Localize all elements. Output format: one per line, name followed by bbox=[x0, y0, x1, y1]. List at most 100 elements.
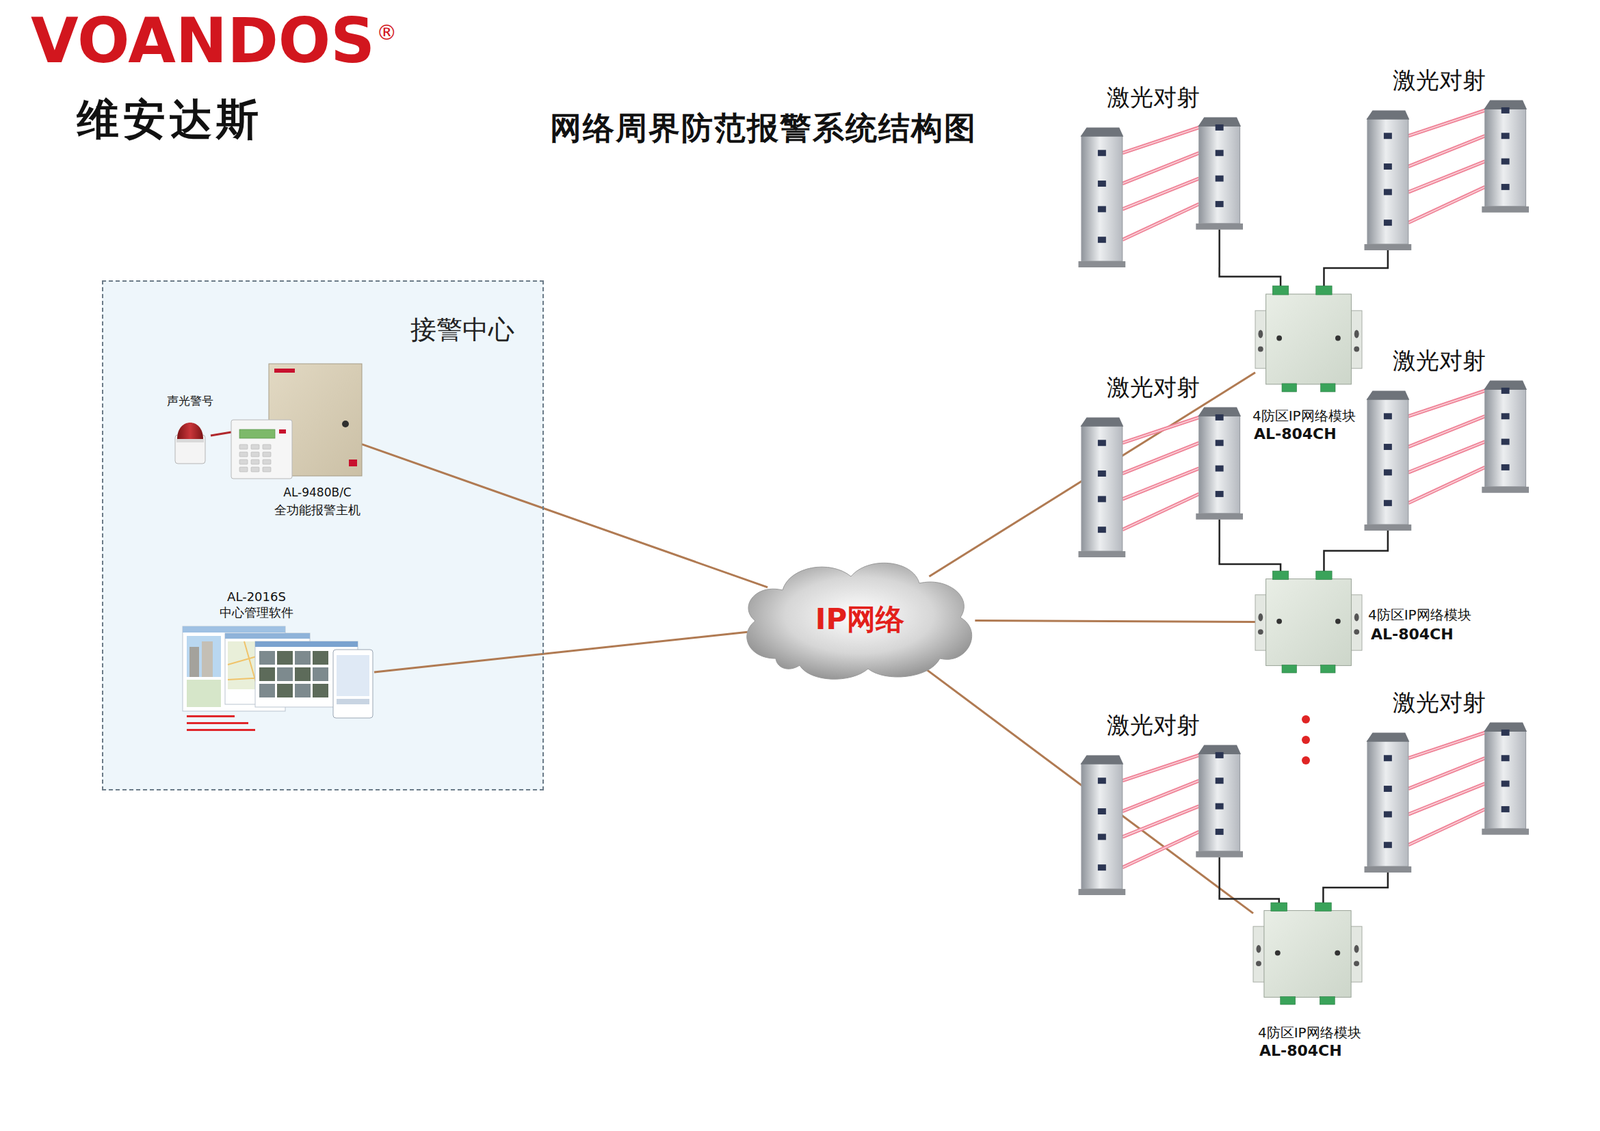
signal-wire bbox=[1219, 267, 1281, 286]
post-emitter bbox=[1383, 413, 1393, 420]
post-emitter bbox=[1097, 777, 1107, 784]
laser-detector: 激光对射 bbox=[1365, 377, 1529, 531]
laser-beam bbox=[1408, 441, 1486, 473]
laser-beam-pair bbox=[1365, 377, 1529, 531]
network-link bbox=[974, 620, 1256, 622]
post-base bbox=[1195, 513, 1243, 520]
keypad bbox=[231, 420, 293, 479]
post-emitter bbox=[1215, 777, 1224, 784]
network-link bbox=[374, 632, 748, 673]
network-link bbox=[921, 666, 1254, 914]
post-body bbox=[1485, 730, 1527, 829]
terminal-block bbox=[1316, 571, 1332, 581]
terminal-block bbox=[1272, 285, 1289, 295]
post-emitter bbox=[1383, 469, 1393, 476]
keypad-key bbox=[239, 452, 248, 457]
post-emitter bbox=[1501, 806, 1510, 813]
laser-beam-glow bbox=[1408, 467, 1486, 503]
laser-beam bbox=[1122, 203, 1200, 240]
feature-note-line bbox=[186, 722, 249, 725]
laser-beam bbox=[1122, 493, 1200, 530]
laser-beam-pair bbox=[1365, 719, 1529, 873]
video-tile bbox=[259, 651, 275, 665]
post-emitter bbox=[1501, 107, 1510, 114]
node-text-holder: 全功能报警主机 bbox=[271, 502, 364, 518]
terminal-block bbox=[1272, 571, 1289, 581]
node-text: 激光对射 bbox=[1104, 373, 1203, 402]
laser-beam-glow bbox=[1122, 806, 1200, 838]
node-text: 4防区IP网络模块 bbox=[1249, 407, 1359, 425]
laser-beam-glow bbox=[1408, 416, 1486, 448]
cabinet-lock bbox=[342, 420, 349, 428]
software-screenshots bbox=[182, 623, 375, 742]
laser-beam bbox=[1122, 127, 1200, 153]
post-cap bbox=[1366, 390, 1410, 400]
laser-beam bbox=[1408, 390, 1486, 416]
network-module bbox=[1253, 902, 1362, 1006]
node-text: 全功能报警主机 bbox=[271, 502, 364, 518]
video-tile bbox=[312, 684, 329, 698]
node-text-holder: 激光对射 bbox=[1104, 711, 1203, 740]
post-cap bbox=[1080, 417, 1124, 427]
laser-beam bbox=[1408, 732, 1486, 758]
video-tile bbox=[277, 684, 293, 698]
photo-ground bbox=[186, 679, 221, 708]
strobe-siren bbox=[169, 411, 211, 467]
node-text: AL-2016S bbox=[224, 589, 289, 605]
keypad-key bbox=[251, 459, 260, 465]
laser-detector: 激光对射 bbox=[1079, 742, 1243, 896]
keyhole bbox=[1354, 329, 1360, 338]
laser-beam bbox=[1408, 809, 1486, 845]
keyhole bbox=[1353, 629, 1360, 635]
post-emitter bbox=[1383, 500, 1393, 507]
post-base bbox=[1078, 889, 1126, 896]
diagram-title: 网络周界防范报警系统结构图 bbox=[549, 109, 977, 148]
post-emitter bbox=[1501, 132, 1510, 139]
laser-beam bbox=[1408, 467, 1486, 503]
continuation-dot bbox=[1301, 736, 1310, 745]
module-body bbox=[1264, 911, 1352, 999]
node-text: AL-9480B/C bbox=[280, 485, 354, 500]
post-emitter bbox=[1097, 205, 1107, 213]
laser-beam-glow bbox=[1122, 443, 1200, 475]
keyhole bbox=[1257, 629, 1264, 635]
laser-beam bbox=[1408, 110, 1486, 136]
node-text-holder: 4防区IP网络模块 bbox=[1249, 407, 1359, 425]
network-module bbox=[1255, 285, 1362, 393]
node-text-holder: 激光对射 bbox=[1104, 373, 1203, 402]
siren-rim bbox=[176, 439, 204, 443]
node-text-holder: 声光警号 bbox=[164, 394, 217, 408]
laser-beam bbox=[1408, 161, 1486, 193]
window-bar bbox=[182, 626, 286, 633]
network-link bbox=[361, 444, 768, 588]
laser-detector: 激光对射 bbox=[1365, 97, 1529, 251]
laser-detector: 激光对射 bbox=[1079, 404, 1243, 558]
node-text-holder: AL-804CH bbox=[1256, 1042, 1345, 1061]
siren-base bbox=[175, 435, 206, 464]
node-text: IP网络 bbox=[815, 602, 905, 637]
keyhole bbox=[1353, 346, 1360, 353]
laser-beam-glow bbox=[1408, 809, 1486, 845]
laser-beam bbox=[1122, 755, 1200, 781]
laser-beam-glow bbox=[1122, 781, 1200, 812]
post-body bbox=[1081, 425, 1123, 552]
node-text-holder: 4防区IP网络模块 bbox=[1255, 1024, 1365, 1042]
post-emitter bbox=[1383, 842, 1393, 849]
post-emitter bbox=[1383, 755, 1393, 762]
alarm-center-region: 接警中心声光警号AL-9480B/C全功能报警主机AL-2016S中心管理软件 bbox=[101, 280, 544, 791]
post-cable bbox=[1218, 857, 1221, 896]
keyhole bbox=[1255, 945, 1261, 954]
post-body bbox=[1367, 118, 1409, 245]
screw bbox=[1276, 335, 1282, 341]
post-base bbox=[1481, 829, 1529, 836]
laser-detector: 激光对射 bbox=[1079, 114, 1243, 268]
video-tile bbox=[259, 667, 275, 682]
ip-module: 4防区IP网络模块AL-804CH bbox=[1255, 571, 1362, 674]
video-tile bbox=[277, 651, 293, 665]
laser-beam bbox=[1122, 178, 1200, 210]
post-emitter bbox=[1097, 864, 1107, 871]
post-emitter bbox=[1383, 443, 1393, 451]
post-base bbox=[1078, 551, 1126, 558]
node-text: 激光对射 bbox=[1389, 66, 1489, 95]
screw bbox=[1335, 619, 1341, 625]
